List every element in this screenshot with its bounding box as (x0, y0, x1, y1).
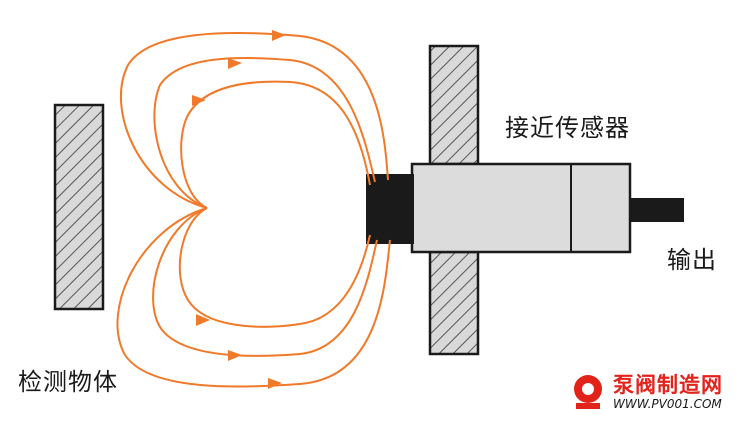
output-label: 输出 (667, 246, 717, 274)
arrowhead-icon (192, 95, 206, 106)
arrowhead-icon (268, 378, 282, 389)
logo-name: 泵阀制造网 (613, 373, 723, 397)
arrowhead-icon (196, 314, 210, 326)
mounting-wall-lower (428, 250, 480, 356)
detected-object-plate (53, 103, 105, 311)
sensor-label: 接近传感器 (505, 114, 630, 142)
field-line-upper-middle (153, 56, 376, 209)
sensor-sensing-face (366, 174, 414, 244)
arrowhead-icon (228, 350, 242, 361)
field-arrowheads (192, 30, 286, 389)
sensor-body (410, 162, 632, 254)
detected-object-label: 检测物体 (18, 368, 118, 396)
logo-mark-icon (574, 375, 602, 409)
mounting-wall-upper (428, 44, 480, 166)
logo-url: WWW.PV001.COM (613, 397, 722, 411)
output-cable (630, 198, 684, 222)
field-line-lower-outer (116, 207, 391, 388)
field-line-upper-inner (180, 80, 371, 209)
arrowhead-icon (272, 30, 286, 41)
field-line-upper-outer (119, 32, 389, 209)
field-line-lower-inner (178, 207, 371, 328)
field-lines (116, 32, 391, 388)
field-line-lower-middle (152, 207, 378, 357)
arrowhead-icon (228, 58, 242, 69)
site-logo: 泵阀制造网 WWW.PV001.COM (566, 367, 746, 417)
